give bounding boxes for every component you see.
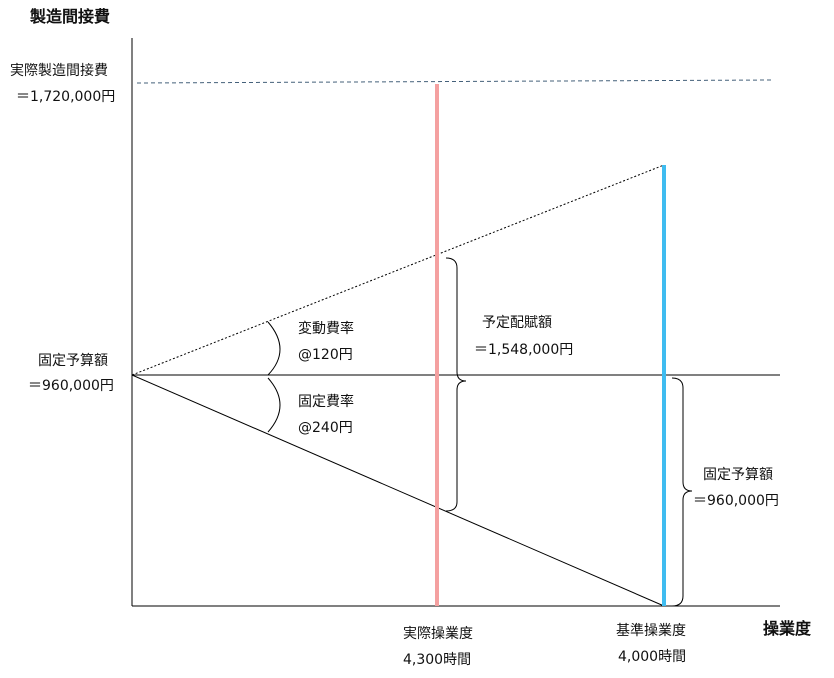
x-axis-label: 操業度 <box>763 619 812 638</box>
applied-amount-label: 予定配賦額 <box>482 315 552 331</box>
actual-overhead-label: 実際製造間接費 <box>10 63 108 79</box>
variable-rate-arc <box>267 321 281 376</box>
fixed-budget-right-value: ＝960,000円 <box>693 493 779 509</box>
chart-title: 製造間接費 <box>30 7 111 26</box>
variable-rate-value: @120円 <box>298 347 353 363</box>
standard-activity-label: 基準操業度 <box>616 623 686 639</box>
fixed-budget-left-label: 固定予算額 <box>38 353 108 369</box>
fixed-budget-brace <box>671 377 693 607</box>
fixed-rate-label: 固定費率 <box>298 394 354 410</box>
fixed-budget-right-label: 固定予算額 <box>703 467 773 483</box>
actual-overhead-line <box>136 79 774 84</box>
variable-rate-label: 変動費率 <box>298 321 354 337</box>
fixed-rate-line <box>131 374 665 607</box>
fixed-rate-arc <box>267 377 281 433</box>
applied-amount-value: ＝1,548,000円 <box>474 342 574 358</box>
actual-activity-label: 実際操業度 <box>403 626 473 642</box>
actual-overhead-value: ＝1,720,000円 <box>16 89 116 105</box>
fixed-rate-value: @240円 <box>298 420 353 436</box>
standard-activity-value: 4,000時間 <box>618 649 687 665</box>
applied-amount-brace <box>445 257 467 512</box>
variable-rate-line <box>131 164 665 376</box>
fixed-budget-left-value: ＝960,000円 <box>28 378 114 394</box>
actual-activity-value: 4,300時間 <box>403 652 472 668</box>
